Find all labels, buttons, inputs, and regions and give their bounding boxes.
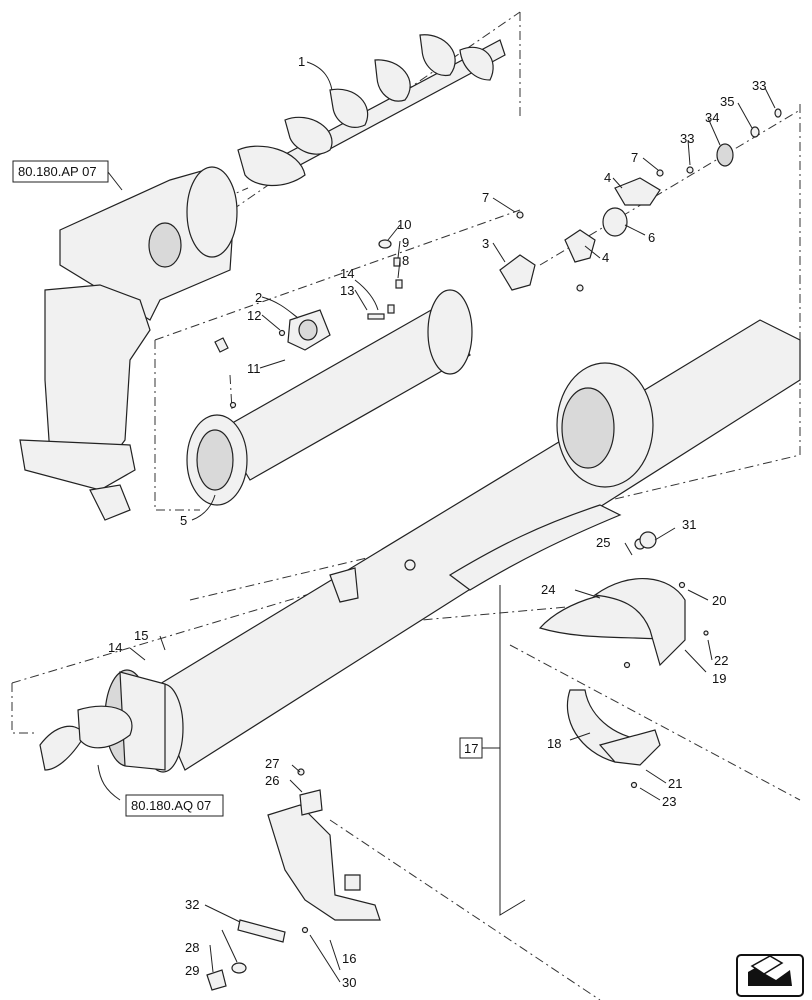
group-17-box: 17	[459, 737, 483, 759]
phantom-lines	[11, 11, 801, 1000]
callout-22: 22	[714, 653, 728, 668]
ref-label-top: 80.180.AP 07	[18, 164, 97, 179]
upper-gearbox-housing	[19, 166, 238, 521]
main-auger-tube	[104, 319, 801, 773]
callout-33b: 33	[752, 78, 766, 93]
callout-1: 1	[298, 54, 305, 69]
callout-3: 3	[482, 236, 489, 251]
callout-25: 25	[596, 535, 610, 550]
bearing-parts	[499, 108, 782, 292]
callout-18: 18	[547, 736, 561, 751]
callout-31: 31	[682, 517, 696, 532]
callout-28: 28	[185, 940, 199, 955]
callout-labels: 1 2 3 4 4 5 6 7 7 8 9 10 11 12 13 14 14 …	[108, 54, 766, 990]
callout-19: 19	[712, 671, 726, 686]
next-page-arrow-icon[interactable]	[736, 954, 804, 997]
callout-27: 27	[265, 756, 279, 771]
callout-15: 15	[134, 628, 148, 643]
upper-tube-part-5	[186, 289, 473, 506]
bottom-flight-end	[39, 705, 133, 771]
leader-lines	[97, 61, 776, 983]
callout-5: 5	[180, 513, 187, 528]
callout-26: 26	[265, 773, 279, 788]
upper-tube-fittings	[214, 239, 403, 409]
callout-12: 12	[247, 308, 261, 323]
shield-assembly	[538, 531, 709, 789]
bracket-assembly	[206, 768, 381, 991]
callout-6: 6	[648, 230, 655, 245]
callout-13: 13	[340, 283, 354, 298]
callout-14b: 14	[108, 640, 122, 655]
ref-box-top[interactable]: 80.180.AP 07	[12, 160, 109, 183]
callout-2: 2	[255, 290, 262, 305]
callout-4b: 4	[602, 250, 609, 265]
callout-29: 29	[185, 963, 199, 978]
callout-16: 16	[342, 951, 356, 966]
callout-7b: 7	[482, 190, 489, 205]
callout-9: 9	[402, 235, 409, 250]
callout-8: 8	[402, 253, 409, 268]
callout-34: 34	[705, 110, 719, 125]
group-17-label: 17	[464, 741, 478, 756]
callout-24: 24	[541, 582, 555, 597]
callout-21: 21	[668, 776, 682, 791]
callout-10: 10	[397, 217, 411, 232]
callout-14a: 14	[340, 266, 354, 281]
callout-35: 35	[720, 94, 734, 109]
auger-flight-part-1	[237, 34, 506, 187]
callout-4a: 4	[604, 170, 611, 185]
ref-label-bottom: 80.180.AQ 07	[131, 798, 211, 813]
callout-32: 32	[185, 897, 199, 912]
callout-30: 30	[342, 975, 356, 990]
callout-23: 23	[662, 794, 676, 809]
callout-11: 11	[247, 361, 261, 376]
callout-33a: 33	[680, 131, 694, 146]
group-17-bracket	[482, 585, 526, 916]
callout-20: 20	[712, 593, 726, 608]
ref-box-bottom[interactable]: 80.180.AQ 07	[125, 794, 224, 817]
callout-7a: 7	[631, 150, 638, 165]
